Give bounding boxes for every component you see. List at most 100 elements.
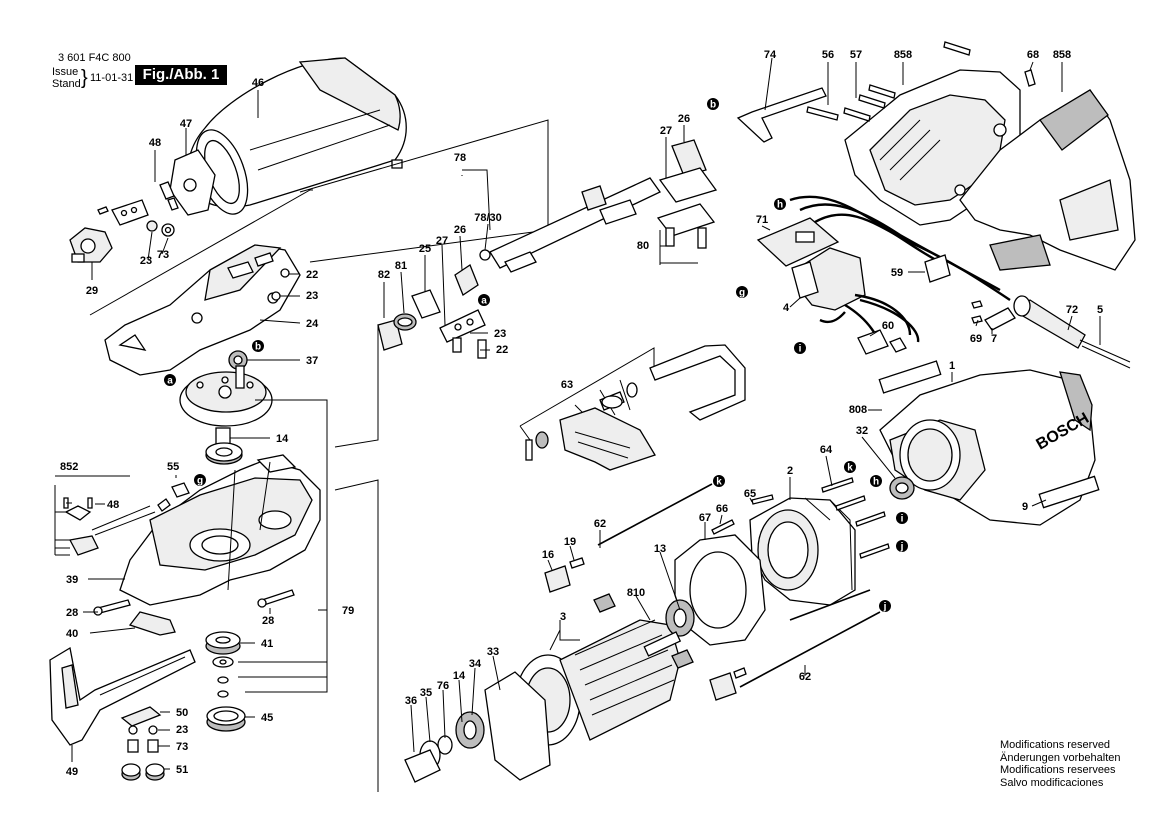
svg-text:74: 74 <box>764 49 777 61</box>
blade-clamp-29 <box>69 227 113 263</box>
svg-text:34: 34 <box>469 658 482 670</box>
svg-text:26: 26 <box>454 224 466 236</box>
leads-62-64-65-66 <box>597 477 890 688</box>
svg-text:j: j <box>900 542 904 553</box>
svg-text:76: 76 <box>437 680 449 692</box>
switch-4 <box>791 247 866 311</box>
marker-i-1: i <box>794 342 806 355</box>
svg-text:66: 66 <box>716 503 728 515</box>
svg-text:80: 80 <box>637 240 649 252</box>
svg-text:62: 62 <box>799 671 811 683</box>
notice-line-es: Salvo modificaciones <box>1000 776 1104 789</box>
shoe-parts-50-51 <box>120 706 165 781</box>
svg-text:68: 68 <box>1027 49 1039 61</box>
marker-j-1: j <box>896 540 908 553</box>
svg-text:5: 5 <box>1097 304 1103 316</box>
cable-guard-72-5 <box>1013 295 1131 369</box>
svg-text:i: i <box>799 344 802 355</box>
svg-text:73: 73 <box>157 249 169 261</box>
gear-housing-39 <box>119 454 321 606</box>
svg-text:48: 48 <box>149 137 161 149</box>
screw-23 <box>271 291 281 301</box>
svg-text:64: 64 <box>820 444 833 456</box>
svg-text:26: 26 <box>678 113 690 125</box>
svg-text:63: 63 <box>561 379 573 391</box>
svg-text:3: 3 <box>560 611 566 623</box>
brush-holders <box>544 557 747 701</box>
bracket-80 <box>659 230 698 265</box>
svg-text:a: a <box>167 376 173 387</box>
svg-text:50: 50 <box>176 707 188 719</box>
marker-b-1: b <box>252 340 264 353</box>
issue-date: 11-01-31 <box>90 72 134 84</box>
svg-text:27: 27 <box>660 125 672 137</box>
svg-text:23: 23 <box>176 724 188 736</box>
svg-text:22: 22 <box>306 269 318 281</box>
svg-text:16: 16 <box>542 549 554 561</box>
svg-text:810: 810 <box>627 587 645 599</box>
svg-text:858: 858 <box>894 49 912 61</box>
bracket-79 <box>238 399 328 693</box>
svg-text:37: 37 <box>306 355 318 367</box>
svg-text:852: 852 <box>60 461 78 473</box>
svg-text:g: g <box>739 288 745 299</box>
svg-text:13: 13 <box>654 543 666 555</box>
screws-56-57-68 <box>806 41 1036 122</box>
svg-text:k: k <box>847 463 853 474</box>
marker-g-2: g <box>736 286 748 299</box>
screws-28 <box>93 589 295 616</box>
bracket-lower <box>334 325 379 792</box>
svg-text:14: 14 <box>453 670 466 682</box>
marker-g-1: g <box>194 474 206 487</box>
svg-text:23: 23 <box>306 290 318 302</box>
motor-housing-1 <box>878 360 1100 526</box>
marker-h-2: h <box>870 475 882 488</box>
svg-text:72: 72 <box>1066 304 1078 316</box>
svg-text:7: 7 <box>991 333 997 345</box>
shoe-49 <box>49 646 196 746</box>
svg-text:46: 46 <box>252 77 264 89</box>
clamp-plate-40 <box>128 611 176 636</box>
svg-text:808: 808 <box>849 404 867 416</box>
armature-3 <box>515 599 695 746</box>
stand-label: Stand <box>52 78 81 90</box>
bearing-14 <box>205 427 243 465</box>
marker-k-2: k <box>844 461 856 474</box>
bearing-81-82 <box>377 313 417 351</box>
svg-text:k: k <box>716 477 722 488</box>
svg-text:59: 59 <box>891 267 903 279</box>
svg-text:h: h <box>777 200 783 211</box>
seal-45 <box>206 706 246 732</box>
shoe-clamp-group <box>97 181 179 237</box>
svg-text:23: 23 <box>494 328 506 340</box>
plunger-78 <box>479 177 661 273</box>
figure-badge: Fig./Abb. 1 <box>135 65 227 85</box>
svg-text:60: 60 <box>882 320 894 332</box>
svg-text:j: j <box>883 602 887 613</box>
svg-text:23: 23 <box>140 255 152 267</box>
handle-housing-right-858 <box>959 89 1136 271</box>
svg-text:78/30: 78/30 <box>474 212 502 224</box>
svg-text:51: 51 <box>176 764 188 776</box>
bracket-78 <box>89 119 549 316</box>
svg-text:49: 49 <box>66 766 78 778</box>
insulation-71 <box>756 217 840 267</box>
marker-a-2: a <box>478 294 490 307</box>
cable-clamp-7 <box>971 300 1016 331</box>
marker-i-2: i <box>896 512 908 525</box>
svg-text:858: 858 <box>1053 49 1071 61</box>
marker-h-1: h <box>774 198 786 211</box>
svg-text:78: 78 <box>454 152 466 164</box>
svg-text:81: 81 <box>395 260 407 272</box>
svg-text:39: 39 <box>66 574 78 586</box>
screw-22 <box>280 268 290 278</box>
clamp-59 <box>924 254 951 283</box>
notice-line-de: Änderungen vorbehalten <box>1000 751 1121 764</box>
marker-j-2: j <box>879 600 891 613</box>
svg-text:32: 32 <box>856 425 868 437</box>
svg-text:67: 67 <box>699 512 711 524</box>
svg-text:b: b <box>710 100 716 111</box>
svg-text:14: 14 <box>276 433 289 445</box>
svg-text:28: 28 <box>66 607 78 619</box>
